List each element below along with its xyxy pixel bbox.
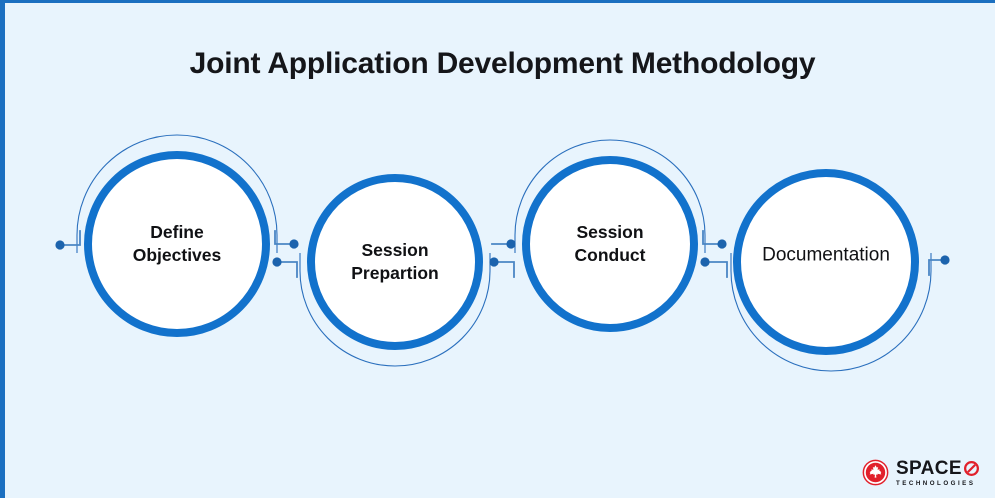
connector-3-4-upper: [702, 230, 722, 245]
connector-exit-right: [928, 259, 946, 276]
connector-group: [59, 230, 946, 278]
node-circle-1[interactable]: [84, 151, 270, 337]
connector-dot-entry: [55, 240, 65, 250]
connector-dot-group: [55, 239, 950, 267]
logo-text-block: SPACE TECHNOLOGIES: [896, 459, 979, 487]
brand-logo[interactable]: SPACE TECHNOLOGIES: [862, 459, 979, 487]
logo-wordmark: SPACE: [896, 459, 979, 478]
node-circle-3[interactable]: [522, 156, 698, 332]
outer-arc-group: [76, 134, 932, 372]
outer-arc-node-2: [299, 253, 491, 367]
connector-dot-1-upper: [289, 239, 299, 249]
connector-1-2-lower: [276, 261, 298, 278]
node-circle-group: [84, 151, 919, 355]
connector-dot-3-lower: [700, 257, 710, 267]
node-circle-4[interactable]: [733, 169, 919, 355]
logo-subtitle: TECHNOLOGIES: [895, 479, 976, 487]
connector-2-3-lower: [493, 261, 515, 278]
outer-arc-node-1: [76, 134, 278, 253]
connector-3-4-lower: [704, 261, 728, 278]
connector-dot-exit: [940, 255, 950, 265]
connector-dot-1-lower: [272, 257, 282, 267]
connector-dot-3-upper: [717, 239, 727, 249]
connector-entry-left: [59, 230, 81, 246]
maple-leaf-badge-icon: [862, 459, 889, 486]
logo-word-space: SPACE: [895, 457, 962, 479]
connector-dot-2-lower: [489, 257, 499, 267]
page-title: Joint Application Development Methodolog…: [189, 47, 816, 80]
connector-dot-2-upper: [506, 239, 516, 249]
outer-arc-node-4: [730, 253, 932, 372]
slashed-o-icon: [964, 460, 979, 476]
connector-1-2-upper: [274, 230, 294, 245]
outer-arc-node-3: [514, 139, 706, 253]
node-circle-2[interactable]: [307, 174, 483, 350]
process-flow-diagram: [55, 134, 950, 372]
